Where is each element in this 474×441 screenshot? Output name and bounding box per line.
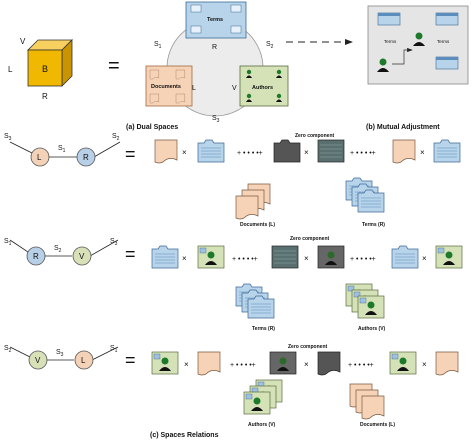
label-s1: S1 bbox=[154, 41, 162, 50]
authors-box: Authors bbox=[239, 65, 289, 107]
row2-zero-label: Zero component bbox=[290, 236, 330, 242]
svg-text:×: × bbox=[420, 148, 425, 157]
svg-text:+ • • • •+: + • • • •+ bbox=[348, 362, 374, 369]
svg-text:+ • • • •+: + • • • •+ bbox=[350, 150, 376, 157]
caption-b: (b) Mutual Adjustment bbox=[366, 124, 440, 131]
svg-text:+ • • • •+: + • • • •+ bbox=[230, 362, 256, 369]
label-l: L bbox=[192, 85, 196, 92]
svg-text:×: × bbox=[422, 254, 427, 263]
node-v bbox=[28, 350, 48, 370]
row1-s-left: S3 bbox=[4, 133, 12, 142]
row3-stack2-label: Documents (L) bbox=[360, 422, 395, 428]
node-r-label: R bbox=[83, 153, 89, 162]
label-r: R bbox=[212, 44, 217, 51]
cube-top-label: V bbox=[20, 37, 26, 46]
terms-label-2: Terms bbox=[437, 39, 450, 44]
svg-text:×: × bbox=[304, 360, 309, 369]
terms-label: Terms bbox=[207, 17, 223, 23]
row2-stack1-label: Terms (R) bbox=[252, 326, 275, 332]
row2-equals: = bbox=[125, 244, 136, 264]
node-l-label: L bbox=[37, 153, 42, 162]
node-l bbox=[74, 350, 94, 370]
row2-s-right: S3 bbox=[110, 238, 118, 247]
row-3: V L S2 S3 S1 = × + • • • •+ × Zero compo… bbox=[4, 344, 459, 428]
svg-text:×: × bbox=[182, 254, 187, 263]
label-s3: S3 bbox=[212, 115, 220, 124]
node-v bbox=[72, 246, 92, 266]
label-s2: S2 bbox=[266, 41, 274, 50]
svg-text:+ • • • •+: + • • • •+ bbox=[350, 256, 376, 263]
terms-label-1: Terms bbox=[384, 39, 397, 44]
panel-a: B V L R = Terms Documents bbox=[8, 1, 289, 131]
row2-s-mid: S2 bbox=[54, 245, 62, 254]
terms-box: Terms bbox=[185, 1, 247, 39]
row1-zero-label: Zero component bbox=[295, 133, 335, 139]
row3-s-mid: S3 bbox=[56, 349, 64, 358]
node-r bbox=[76, 147, 96, 167]
svg-text:×: × bbox=[182, 148, 187, 157]
authors-label: Authors bbox=[252, 85, 273, 91]
row2-s-left: S1 bbox=[4, 238, 12, 247]
node-l bbox=[30, 147, 50, 167]
svg-text:+ • • • •+: + • • • •+ bbox=[232, 256, 258, 263]
row3-s-right: S1 bbox=[110, 345, 118, 354]
documents-label: Documents bbox=[151, 84, 181, 90]
node-r-label: R bbox=[33, 252, 39, 261]
row3-equals: = bbox=[125, 350, 136, 370]
node-l-label: L bbox=[81, 356, 86, 365]
svg-text:×: × bbox=[184, 360, 189, 369]
row1-stack2-label: Terms (R) bbox=[362, 222, 385, 228]
cube-face-label: B bbox=[42, 64, 48, 74]
row1-stack1-label: Documents (L) bbox=[240, 222, 275, 228]
svg-text:×: × bbox=[422, 360, 427, 369]
panel-b: Terms Terms (b) Mutual Adjustment bbox=[366, 5, 469, 131]
row3-s-left: S2 bbox=[4, 345, 12, 354]
equals-sign: = bbox=[108, 55, 120, 77]
label-v: V bbox=[232, 85, 237, 92]
row2-stack2-label: Authors (V) bbox=[358, 326, 386, 332]
row1-s-mid: S1 bbox=[58, 145, 66, 154]
svg-text:×: × bbox=[304, 148, 309, 157]
svg-text:+ • • • •+: + • • • •+ bbox=[237, 150, 263, 157]
row3-stack1-label: Authors (V) bbox=[248, 422, 276, 428]
documents-box: Documents bbox=[145, 65, 193, 107]
svg-text:×: × bbox=[304, 254, 309, 263]
row3-zero-label: Zero component bbox=[288, 344, 328, 350]
node-v-label: V bbox=[79, 252, 85, 261]
cube-left-label: L bbox=[8, 65, 13, 74]
caption-a: (a) Dual Spaces bbox=[126, 124, 178, 131]
cube-bottom-label: R bbox=[42, 92, 48, 101]
row-2: R V S1 S2 S3 = × + • • • •+ × Zero compo… bbox=[4, 236, 463, 332]
row-1: L R S3 S1 S2 = × + • • • •+ × Zero compo… bbox=[4, 133, 461, 228]
cube: B V L R bbox=[8, 37, 73, 101]
caption-c: (c) Spaces Relations bbox=[150, 432, 219, 439]
row1-equals: = bbox=[125, 144, 136, 164]
node-r bbox=[26, 246, 46, 266]
node-v-label: V bbox=[35, 356, 41, 365]
row1-s-right: S2 bbox=[112, 133, 120, 142]
